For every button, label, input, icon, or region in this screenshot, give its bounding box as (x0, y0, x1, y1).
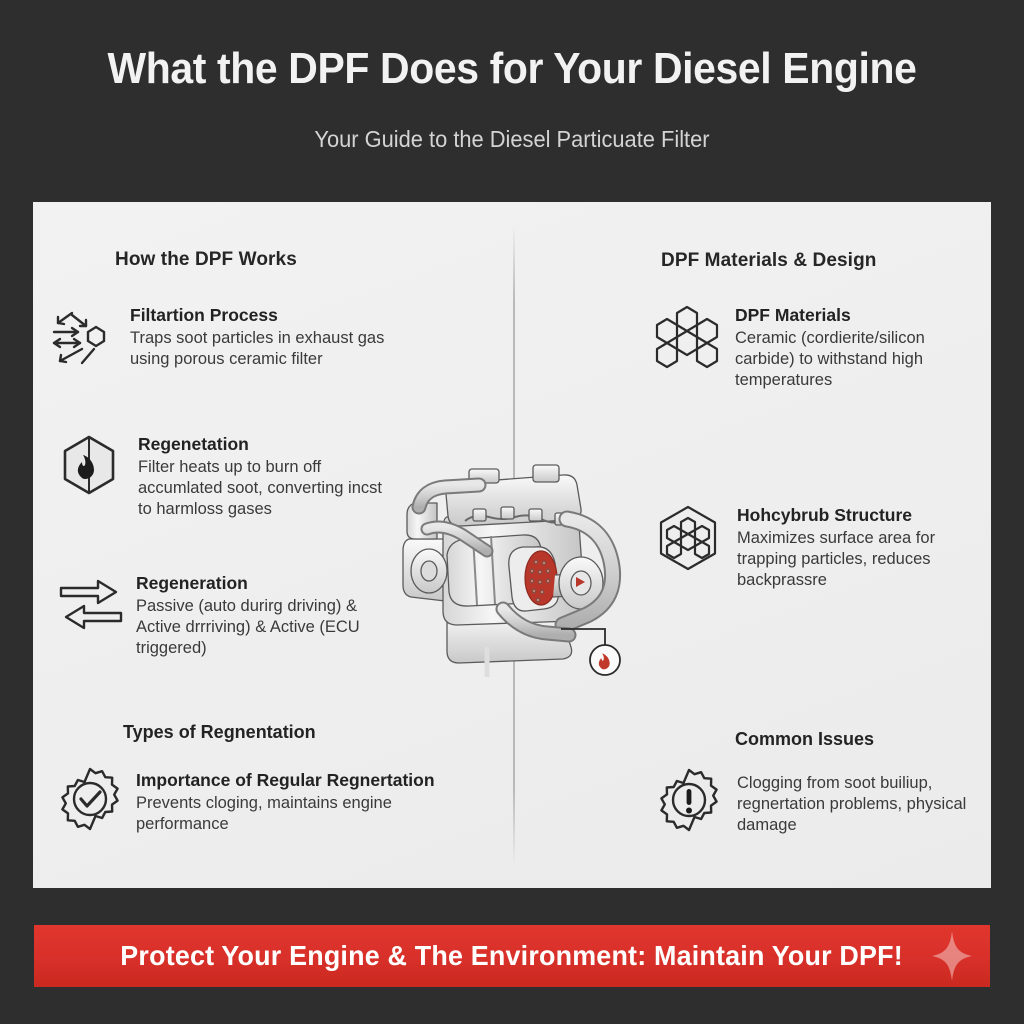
header: What the DPF Does for Your Diesel Engine… (0, 0, 1024, 195)
left-subsection-heading: Types of Regnentation (123, 722, 316, 742)
right-subsection-heading: Common Issues (735, 729, 875, 749)
feature-text: Hohcybrub Structure Maximizes surface ar… (737, 505, 969, 591)
page-title: What the DPF Does for Your Diesel Engine (107, 44, 917, 93)
gear-warning-icon (657, 768, 719, 832)
page-subtitle: Your Guide to the Diesel Particuate Filt… (314, 126, 710, 152)
feature-title: Hohcybrub Structure (737, 505, 913, 525)
feature-title: DPF Materials (735, 305, 851, 325)
gear-check-icon (58, 767, 120, 831)
feature-text: Importance of Regular Regnertation Preve… (136, 770, 435, 835)
footer-banner-text: Protect Your Engine & The Environment: M… (120, 940, 904, 971)
feature-title: Regeneration (136, 573, 248, 593)
feature-desc: Prevents cloging, maintains engine perfo… (136, 794, 392, 834)
feature-desc: Maximizes surface area for trapping part… (737, 529, 936, 590)
hexagon-flame-icon (60, 434, 122, 496)
feature-desc: Ceramic (cordierite/silicon carbide) to … (735, 329, 925, 390)
feature-text: DPF Materials Ceramic (cordierite/silico… (735, 305, 967, 391)
honeycomb-cluster-icon (655, 305, 719, 369)
flame-callout (589, 644, 621, 676)
feature-title: Filtartion Process (130, 305, 278, 325)
honeycomb-hexagon-icon (657, 505, 719, 571)
sparkle-diamond-icon (932, 931, 972, 981)
feature-text: Filtartion Process Traps soot particles … (130, 305, 385, 370)
left-column-heading: How the DPF Works (115, 249, 297, 270)
bidirectional-arrows-icon (58, 573, 123, 635)
hexagon-filter-arrows-icon (52, 305, 114, 367)
right-column-heading: DPF Materials & Design (661, 250, 877, 271)
footer-banner: Protect Your Engine & The Environment: M… (34, 925, 990, 987)
diesel-engine-cutaway-illustration (395, 443, 655, 683)
feature-text: Regenetation Filter heats up to burn off… (138, 434, 393, 520)
feature-desc: Filter heats up to burn off accumlated s… (138, 458, 382, 519)
feature-desc: Traps soot particles in exhaust gas usin… (130, 329, 385, 369)
feature-desc: Clogging from soot builiup, regnertation… (737, 774, 967, 835)
feature-title: Regenetation (138, 434, 249, 454)
feature-text: Regeneration Passive (auto durirg drivin… (136, 573, 391, 659)
feature-title: Importance of Regular Regnertation (136, 770, 435, 790)
feature-desc: Passive (auto durirg driving) & Active d… (136, 597, 360, 658)
feature-text: Clogging from soot builiup, regnertation… (737, 770, 969, 836)
